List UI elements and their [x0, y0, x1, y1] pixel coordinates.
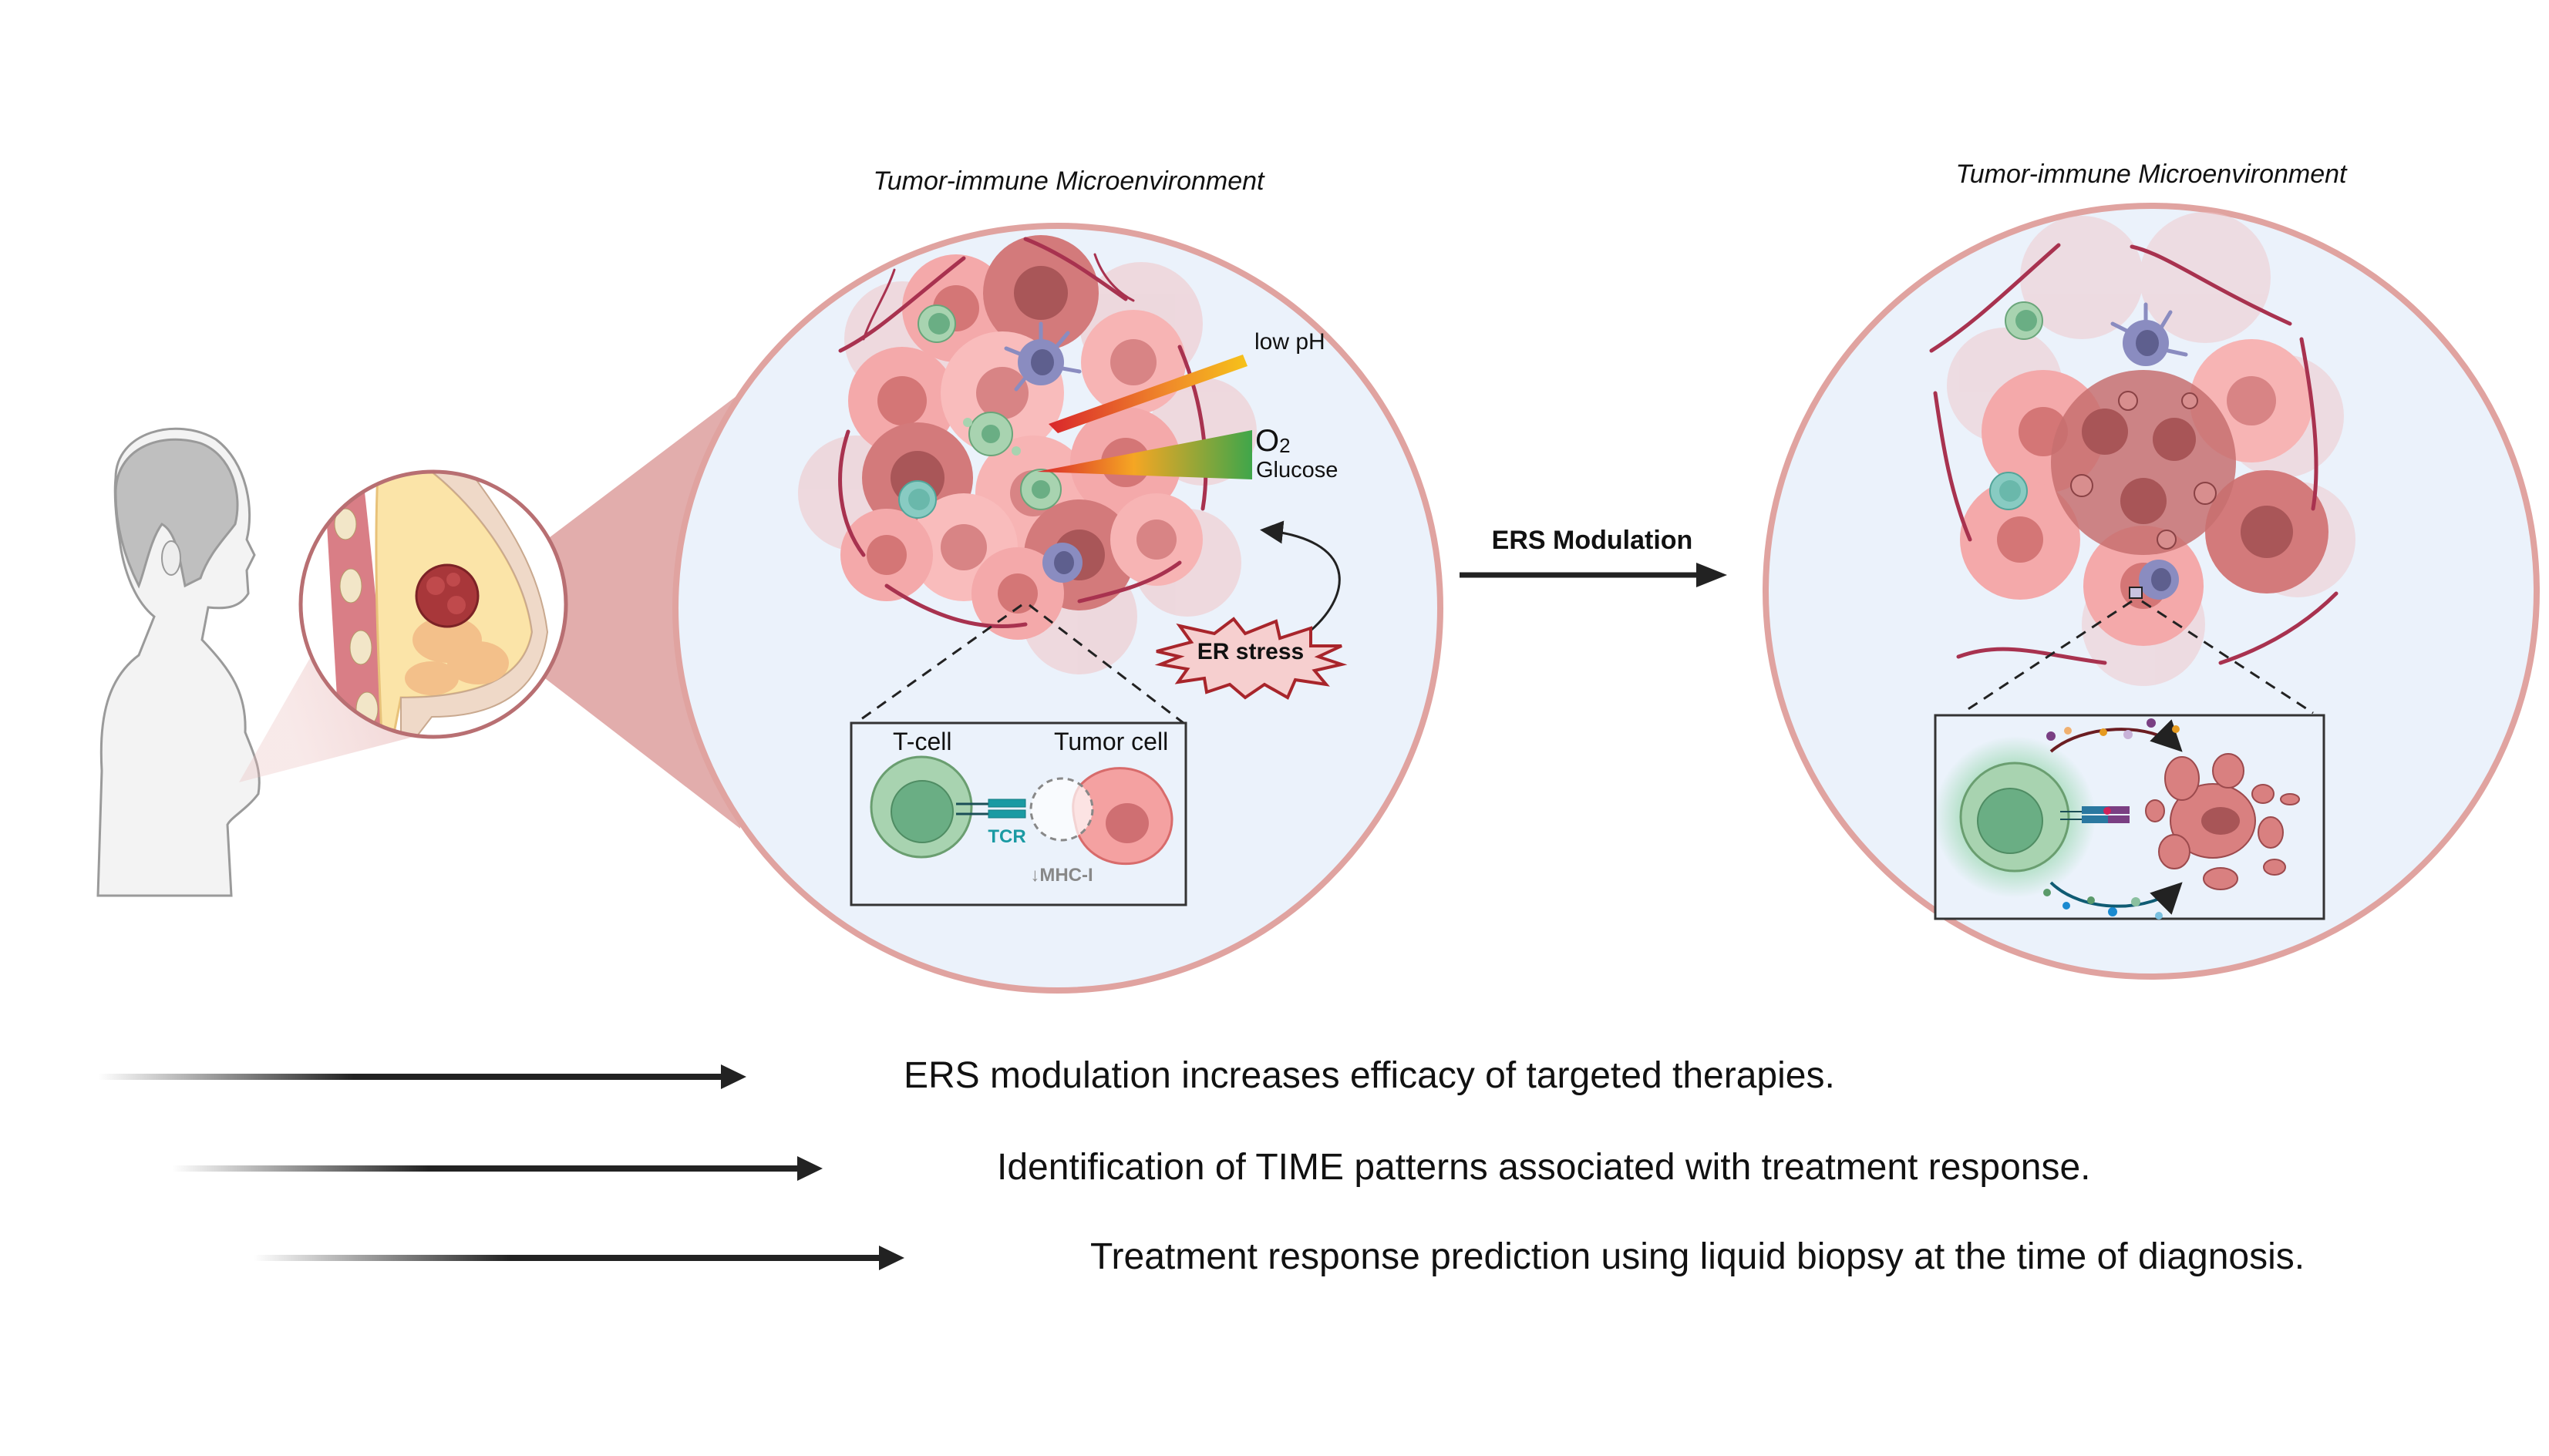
- left-tumor-cluster: [798, 235, 1257, 674]
- apoptotic-tumor-core: [2051, 370, 2236, 555]
- tcr-receptor: [988, 799, 1026, 808]
- dying-cell-1: [963, 412, 1021, 456]
- mhc-i-label: ↓MHC-I: [1030, 865, 1093, 886]
- left-panel-title: Tumor-immune Microenvironment: [873, 166, 1264, 196]
- dendritic-cell-right-2: [2139, 560, 2179, 600]
- dendritic-cell-right-1: [2110, 302, 2188, 366]
- breast-inset-border: [298, 469, 568, 739]
- t-cell-green-1: [918, 304, 956, 343]
- dying-cell-2: [1020, 469, 1062, 510]
- breast-cross-section-inset: [298, 469, 568, 739]
- oxygen-label: O2: [1255, 424, 1291, 459]
- cytokine-release-arrow-bottom: [2049, 881, 2183, 915]
- oxygen-glucose-gradient-wedge: [1037, 430, 1252, 479]
- right-tme-circle: [1763, 203, 2540, 980]
- lysed-tumor-cell: [2145, 753, 2300, 890]
- er-stress-curved-arrow: [1260, 520, 1341, 632]
- tumor-cell-label: Tumor cell: [1054, 728, 1169, 755]
- low-ph-gradient-bar: [1049, 355, 1248, 433]
- glucose-label: Glucose: [1256, 458, 1338, 483]
- ers-modulation-arrow-head: [1696, 563, 1727, 587]
- zoom-dashed-right-right-panel: [2141, 600, 2314, 715]
- cytotoxic-release-arrow-top: [2049, 719, 2183, 753]
- tumor-mass: [415, 563, 480, 628]
- dendritic-cell-1: [1004, 321, 1082, 392]
- blood-vessels-right: [1929, 243, 2339, 665]
- zoom-dashed-left-right-panel: [1961, 600, 2133, 715]
- person-silhouette: [96, 427, 261, 897]
- oxygen-subscript: 2: [1279, 434, 1291, 457]
- ers-modulation-label: ERS Modulation: [1491, 526, 1693, 555]
- t-cell-green-right: [2005, 301, 2043, 340]
- blood-vessels: [838, 237, 1208, 628]
- missing-mhc-outline: [1029, 777, 1094, 842]
- cytokine-dots: [2043, 718, 2180, 920]
- hair-shape: [114, 438, 239, 589]
- outcome-text-2: Identification of TIME patterns associat…: [997, 1147, 2091, 1188]
- low-ph-label: low pH: [1254, 329, 1325, 355]
- tcr-label: TCR: [988, 826, 1026, 847]
- er-stress-burst: [1154, 617, 1348, 700]
- ear-shape: [161, 540, 181, 576]
- t-cell-label: T-cell: [893, 728, 952, 755]
- outcome-arrow-2: [172, 1156, 823, 1181]
- zoom-dashed-left: [855, 604, 1022, 725]
- left-tme-circle: [672, 223, 1443, 994]
- outcome-arrow-1: [98, 1064, 746, 1089]
- t-cell-teal-1: [898, 480, 937, 519]
- outcome-arrow-3: [254, 1246, 904, 1270]
- outcome-text-1: ERS modulation increases efficacy of tar…: [904, 1055, 1835, 1096]
- er-stress-label: ER stress: [1197, 639, 1305, 664]
- dendritic-cell-2: [1042, 543, 1083, 583]
- oxygen-symbol: O: [1255, 424, 1280, 458]
- right-panel-title: Tumor-immune Microenvironment: [1955, 160, 2347, 189]
- right-tumor-cluster: [1929, 212, 2355, 686]
- zoom-dashed-right: [1029, 604, 1184, 725]
- tcell-tumor-interaction-inset: [850, 721, 1187, 906]
- tcell-killing-inset: [1934, 714, 2325, 920]
- t-cell-teal-right: [1989, 472, 2028, 510]
- outcome-text-3: Treatment response prediction using liqu…: [1090, 1236, 2305, 1277]
